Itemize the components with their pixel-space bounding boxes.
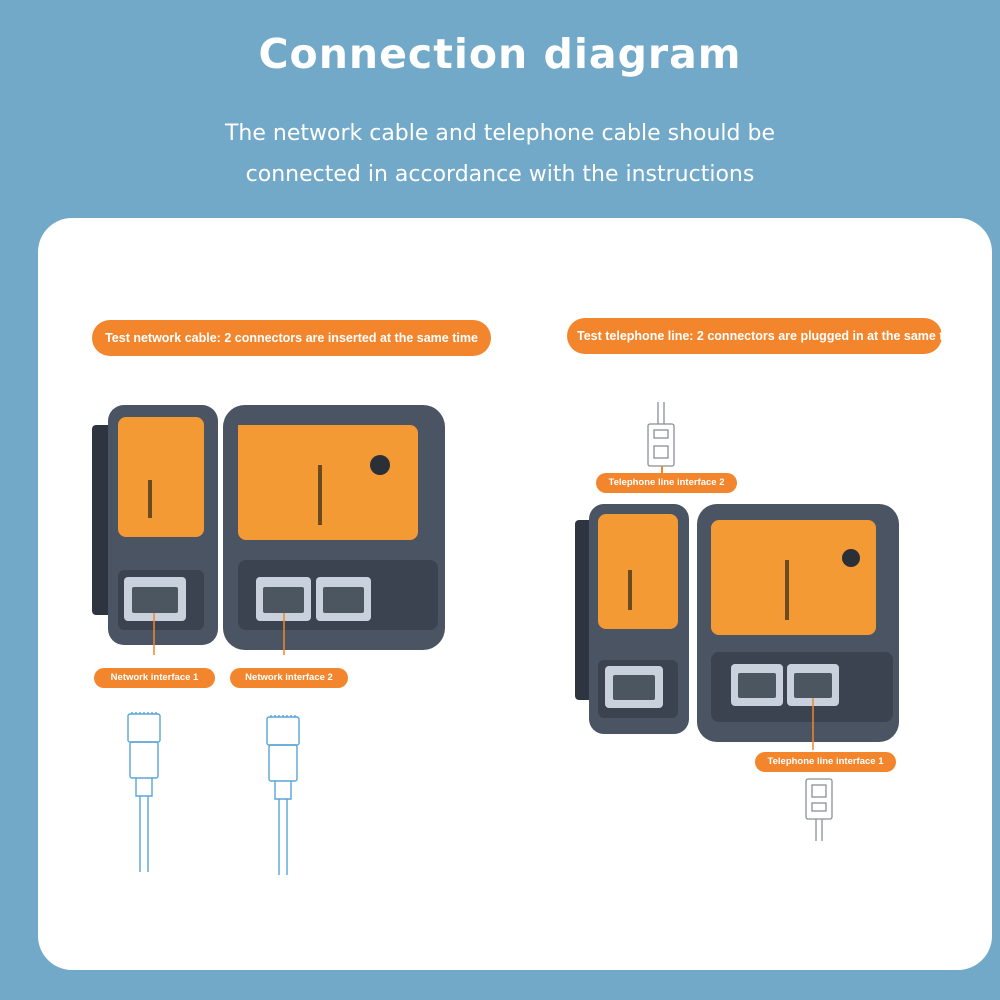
cable-tester-left	[92, 405, 445, 655]
rj11-connector-icon	[647, 402, 675, 467]
network-test-banner: Test network cable: 2 connectors are ins…	[92, 320, 491, 356]
page-title: Connection diagram	[258, 30, 742, 78]
rj45-connector-icon	[127, 712, 161, 872]
telephone-interface-2-label: Telephone line interface 2	[596, 473, 737, 493]
rj45-connector-icon	[266, 715, 300, 875]
subtitle-line-1: The network cable and telephone cable sh…	[224, 121, 776, 146]
telephone-test-banner: Test telephone line: 2 connectors are pl…	[567, 318, 965, 354]
cable-tester-right	[575, 504, 899, 750]
rj11-connector-icon	[805, 778, 833, 841]
subtitle-line-2: connected in accordance with the instruc…	[245, 162, 755, 187]
subtitle: The network cable and telephone cable sh…	[0, 113, 1000, 195]
network-interface-2-label: Network interface 2	[230, 668, 348, 688]
network-interface-1-label: Network interface 1	[94, 668, 215, 688]
telephone-interface-1-label: Telephone line interface 1	[755, 752, 896, 772]
connector-line	[661, 466, 663, 476]
